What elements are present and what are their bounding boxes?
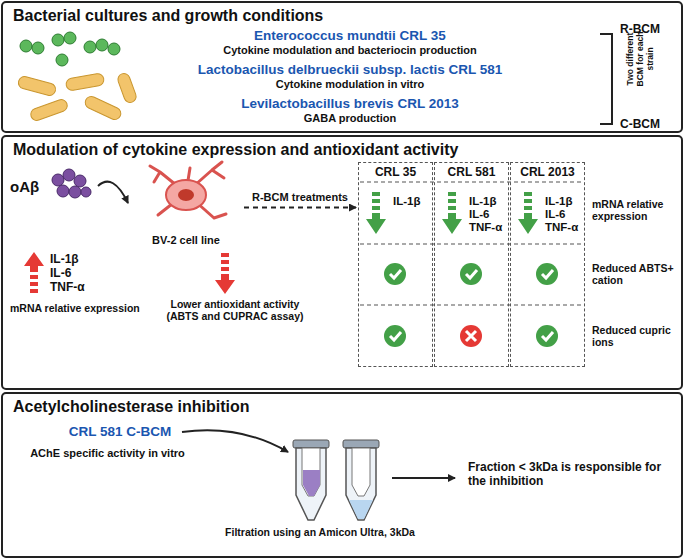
table-column: CRL 581IL-1βIL-6TNF-α — [434, 162, 509, 367]
node-text: TNF-α — [435, 221, 508, 234]
decrease-arrow — [442, 192, 462, 234]
check-mark — [536, 263, 558, 285]
node-text: IL-6 — [511, 208, 584, 221]
cell-node: BV-2 cell line — [130, 158, 242, 248]
table-column: CRL 2013IL-1βIL-6TNF-α — [510, 162, 585, 367]
node-text: IL-1β — [359, 195, 432, 208]
label: Reduced ABTS+ cation — [592, 262, 680, 286]
filter-tube — [293, 440, 329, 520]
label: IL-1β — [50, 252, 110, 266]
panel-title: Modulation of cytokine expression and an… — [13, 141, 458, 159]
microglia-cell — [150, 162, 226, 218]
label: AChE specific activity in vitro — [25, 447, 190, 459]
bracket — [600, 34, 612, 124]
connector — [98, 182, 128, 203]
label: IL-6 — [50, 266, 110, 280]
node-text: IL-1β — [435, 195, 508, 208]
label: Lower antioxidant activity (ABTS and CUP… — [160, 298, 310, 322]
oligomer-node: oAβ — [8, 168, 96, 204]
oligomer-cluster — [52, 169, 91, 198]
panel-title: Bacterial cultures and growth conditions — [13, 7, 323, 25]
panel-title: Acetylcholinesterase inhibition — [13, 398, 250, 416]
cross-mark — [460, 325, 482, 347]
filter-tube — [343, 440, 379, 520]
decrease-arrow — [366, 192, 386, 234]
check-mark — [460, 263, 482, 285]
curved-arrow — [182, 430, 288, 452]
node-text: CRL 35 — [359, 165, 432, 180]
edge-label: R-BCM treatments — [250, 191, 350, 203]
label: GABA production — [150, 112, 550, 124]
label: Cytokine modulation and bacteriocin prod… — [150, 44, 550, 56]
liquid — [303, 470, 320, 496]
label: Two different BCM for each strain — [625, 23, 655, 95]
decrease-arrow — [518, 192, 538, 234]
label: TNF-α — [50, 280, 110, 294]
label: Reduced cupric ions — [592, 324, 680, 348]
cocci — [20, 32, 120, 66]
decrease-arrow — [215, 253, 235, 294]
node-text: IL-6 — [435, 208, 508, 221]
rods — [17, 72, 138, 122]
label: C-BCM — [620, 117, 680, 131]
node-text: oAβ — [10, 178, 39, 195]
connector — [244, 207, 356, 209]
node-text: CRL 581 — [435, 165, 508, 180]
label: mRNA relative expression — [10, 302, 160, 314]
label: mRNA relative expression — [592, 198, 680, 222]
node-text: TNF-α — [511, 221, 584, 234]
check-mark — [536, 325, 558, 347]
strain-name: Lactobacillus delbrueckii subsp. lactis … — [150, 62, 550, 77]
strain-name: CRL 581 C-BCM — [50, 424, 190, 439]
check-mark — [384, 325, 406, 347]
arrow — [392, 477, 455, 479]
label: Cytokine modulation in vitro — [150, 78, 550, 90]
node-text: BV-2 cell line — [150, 234, 222, 246]
liquid — [349, 500, 373, 519]
label: Fraction < 3kDa is responsible for the i… — [468, 460, 668, 488]
label: Filtration using an Amicon Ultra, 3kDa — [220, 526, 420, 538]
check-mark — [384, 263, 406, 285]
strain-name: Levilactobacillus brevis CRL 2013 — [150, 96, 550, 111]
increase-arrow — [24, 252, 44, 293]
table-column: CRL 35 IL-1β — [358, 162, 433, 367]
panel: Modulation of cytokine expression and an… — [1, 135, 683, 390]
node-text: IL-1β — [511, 195, 584, 208]
node-text: CRL 2013 — [511, 165, 584, 180]
strain-name: Enterococcus mundtii CRL 35 — [150, 28, 550, 43]
